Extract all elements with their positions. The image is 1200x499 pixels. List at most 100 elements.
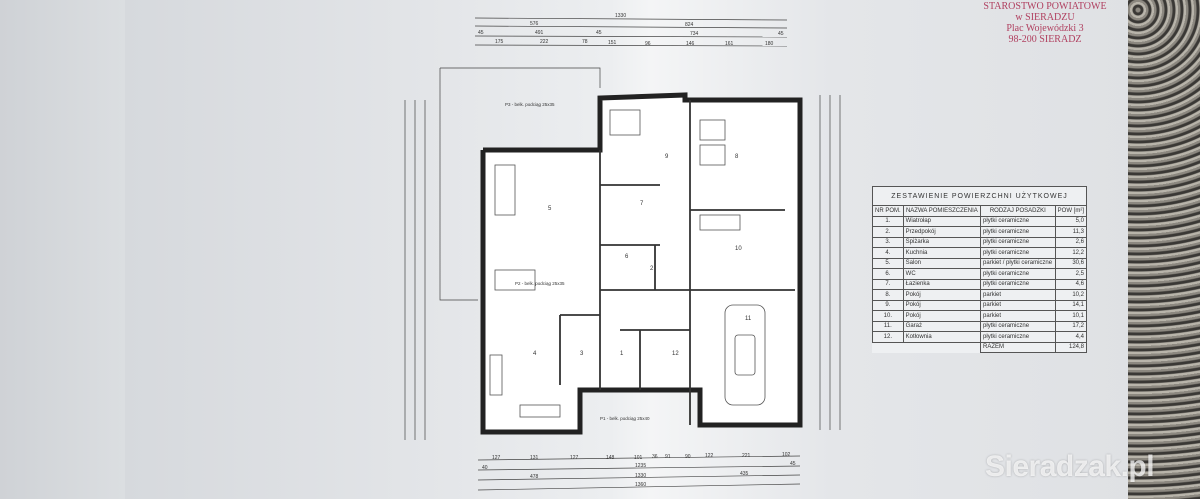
room-name: Pokój <box>902 299 982 311</box>
dimension-label: 122 <box>705 453 714 459</box>
dimension-label: 175 <box>495 39 504 45</box>
room-label-10: 10 <box>735 246 742 252</box>
room-label-12: 12 <box>672 351 679 357</box>
room-name: Salon <box>902 257 982 269</box>
room-label-4: 4 <box>533 351 537 357</box>
dimension-label: 1360 <box>635 482 646 488</box>
room-label-3: 3 <box>580 351 584 357</box>
dimension-label: 131 <box>530 455 539 461</box>
room-number: 4. <box>872 247 904 259</box>
dimension-label: 824 <box>685 22 694 28</box>
floor-type: płytki ceramiczne <box>980 278 1056 290</box>
room-label-5: 5 <box>548 206 552 212</box>
room-area: 2,6 <box>1054 236 1088 248</box>
floor-type: płytki ceramiczne <box>980 247 1056 259</box>
floor-type: płytki ceramiczne <box>980 331 1056 343</box>
dimension-label: 491 <box>535 30 544 36</box>
dimension-label: 36 <box>652 454 658 460</box>
room-number: 11. <box>872 320 904 332</box>
dimension-label: 127 <box>570 455 579 461</box>
floor-type: płytki ceramiczne <box>980 320 1056 332</box>
floor-type: płytki ceramiczne <box>980 236 1056 248</box>
total-label: RAZEM <box>980 341 1056 353</box>
room-label-11: 11 <box>745 316 752 322</box>
beam-note: P2 - belk. podciąg 25x35 <box>515 281 565 286</box>
floor-type: płytki ceramiczne <box>980 268 1056 280</box>
background-sheet <box>0 0 135 499</box>
dimension-label: 40 <box>482 465 488 471</box>
room-area: 10,1 <box>1054 310 1088 322</box>
dimension-label: 221 <box>742 453 751 459</box>
top-dimension-labels: 1330 576 824 45 491 45 734 45 175 222 78… <box>478 13 784 47</box>
floor-type: płytki ceramiczne <box>980 226 1056 238</box>
usable-area-table: ZESTAWIENIE POWIERZCHNI UŻYTKOWEJ NR POM… <box>872 186 1088 353</box>
room-area: 2,5 <box>1054 268 1088 280</box>
office-stamp: STAROSTWO POWIATOWE w SIERADZU Plac Woje… <box>970 1 1120 45</box>
dimension-label: 127 <box>492 455 501 461</box>
room-number: 1. <box>872 215 904 227</box>
dimension-label: 1330 <box>615 13 626 19</box>
dimension-label: 45 <box>478 30 484 36</box>
beam-note: P1 - belk. podciąg 25x40 <box>600 416 650 421</box>
exterior-walls <box>480 92 803 435</box>
room-area: 4,6 <box>1054 278 1088 290</box>
dimension-label: 91 <box>665 454 671 460</box>
dimension-label: 45 <box>596 30 602 36</box>
table-header-row: NR POM. NAZWA POMIESZCZENIA RODZAJ POSAD… <box>872 205 1088 217</box>
room-number-labels: 1 2 3 4 5 6 7 8 9 10 11 12 <box>533 154 752 357</box>
room-area: 11,3 <box>1054 226 1088 238</box>
room-area: 4,4 <box>1054 331 1088 343</box>
dimension-label: 45 <box>790 461 796 467</box>
dimension-label: 161 <box>725 41 734 47</box>
dimension-label: 222 <box>540 39 549 45</box>
beam-note: P3 - belk. podciąg 25x35 <box>505 102 555 107</box>
room-number: 2. <box>872 226 904 238</box>
room-number: 8. <box>872 289 904 301</box>
dimension-label: 90 <box>685 454 691 460</box>
dimension-label: 96 <box>645 41 651 47</box>
dimension-label: 146 <box>686 41 695 47</box>
room-label-6: 6 <box>625 254 629 260</box>
stamp-line: w SIERADZU <box>1015 12 1075 23</box>
room-area: 5,0 <box>1054 215 1088 227</box>
total-value: 124,8 <box>1054 341 1088 353</box>
room-number: 6. <box>872 268 904 280</box>
room-name: Wiatrołap <box>902 215 982 227</box>
room-label-2: 2 <box>650 266 654 272</box>
floor-type: płytki ceramiczne <box>980 215 1056 227</box>
room-area: 30,6 <box>1054 257 1088 269</box>
floor-type: parkiet / płytki ceramiczne <box>980 257 1056 269</box>
dimension-label: 576 <box>530 21 539 27</box>
room-name: Przedpokój <box>902 226 982 238</box>
dimension-label: 180 <box>765 41 774 47</box>
total-row: RAZEM 124,8 <box>873 341 1088 353</box>
room-number: 5. <box>872 257 904 269</box>
dimension-label: 151 <box>608 40 617 46</box>
room-area: 14,1 <box>1054 299 1088 311</box>
room-number: 9. <box>872 299 904 311</box>
dimension-label: 101 <box>634 455 643 461</box>
stamp-line: 98-200 SIERADZ <box>1008 34 1082 45</box>
room-name: Kuchnia <box>902 247 982 259</box>
column-header: RODZAJ POSADZKI <box>980 205 1056 217</box>
room-label-1: 1 <box>620 351 624 357</box>
room-number: 10. <box>872 310 904 322</box>
room-name: Łazienka <box>902 278 982 290</box>
watermark: Sieradzak.pl <box>985 450 1155 483</box>
table-title: ZESTAWIENIE POWIERZCHNI UŻYTKOWEJ <box>872 186 1087 206</box>
room-name: Garaż <box>902 320 982 332</box>
dimension-label: 734 <box>690 31 699 37</box>
room-name: Pokój <box>902 289 982 301</box>
dimension-label: 148 <box>606 455 615 461</box>
dimension-label: 45 <box>778 31 784 37</box>
floor-type: parkiet <box>980 299 1056 311</box>
